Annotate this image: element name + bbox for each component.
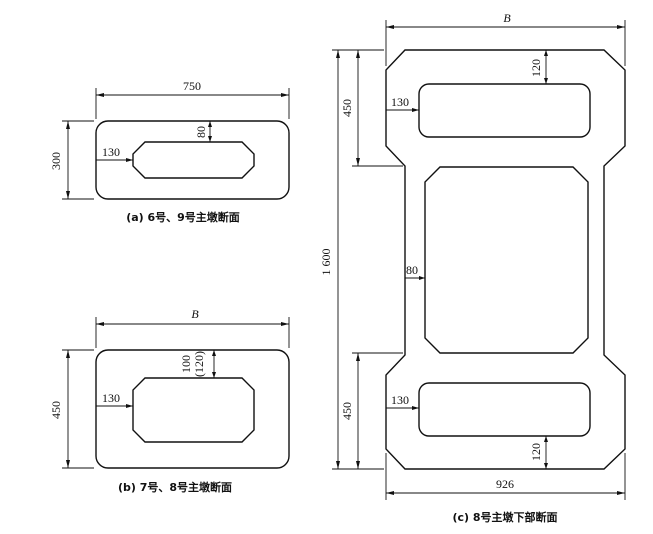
panel-c-lower-height-arrow-top <box>356 353 360 361</box>
panel-b-width-arrow-left <box>96 322 104 326</box>
panel-c-middle-wall-arrow <box>419 276 425 280</box>
panel-b-width-arrow-right <box>281 322 289 326</box>
panel-c-lower-wall-arrow <box>412 406 419 410</box>
panel-c-lower-height-arrow-bottom <box>356 461 360 469</box>
panel-a-width-arrow-right <box>281 93 289 97</box>
panel-b-top-wall-arrow-bottom <box>212 372 216 378</box>
panel-c-outer-section <box>385 49 626 470</box>
panel-a: 750 300 130 80 (a) 6号、9号主墩断面 <box>49 79 290 224</box>
panel-c-total-height-arrow-top <box>336 50 340 58</box>
panel-c-bottom-width-label: 926 <box>496 477 514 491</box>
panel-a-height-arrow-bottom <box>66 191 70 199</box>
panel-a-top-wall-arrow-bottom <box>208 136 212 142</box>
panel-c-lower-height-label: 450 <box>340 402 354 420</box>
panel-a-inner-void <box>132 141 255 179</box>
panel-b-height-arrow-top <box>66 350 70 358</box>
panel-a-caption: (a) 6号、9号主墩断面 <box>126 210 240 224</box>
panel-c-lower-bottom-label: 120 <box>529 443 543 461</box>
panel-a-wall-label: 130 <box>102 145 120 159</box>
panel-a-width-arrow-left <box>96 93 104 97</box>
panel-b-top-wall-label-1: 100 <box>179 355 193 373</box>
panel-b-caption: (b) 7号、8号主墩断面 <box>118 480 232 494</box>
panel-c-top-width-arrow-right <box>617 25 625 29</box>
panel-c-caption: (c) 8号主墩下部断面 <box>452 510 557 524</box>
panel-c-total-height-arrow-bottom <box>336 461 340 469</box>
panel-c-upper-height-arrow-top <box>356 50 360 58</box>
panel-b-width-label: B <box>191 307 199 321</box>
panel-a-width-label: 750 <box>183 79 201 93</box>
panel-c-upper-height-arrow-bottom <box>356 158 360 166</box>
panel-b-height-arrow-bottom <box>66 460 70 468</box>
panel-b-height-label: 450 <box>49 401 63 419</box>
panel-b-wall-arrow <box>126 404 133 408</box>
panel-c-lower-wall-label: 130 <box>391 393 409 407</box>
panel-c-upper-wall-label: 130 <box>391 95 409 109</box>
panel-a-top-wall-label: 80 <box>194 126 208 138</box>
panel-b-top-wall-label-2: (120) <box>192 351 206 377</box>
panel-c-lower-bottom-arrow-top <box>544 436 548 442</box>
panel-c-upper-wall-arrow <box>412 108 419 112</box>
panel-b-inner-void <box>132 377 255 443</box>
panel-c-upper-top-arrow-bottom <box>544 78 548 84</box>
panel-c-lower-void <box>418 382 591 437</box>
panel-c-upper-top-arrow-top <box>544 50 548 56</box>
panel-c-bottom-width-arrow-right <box>617 491 625 495</box>
panel-a-height-arrow-top <box>66 121 70 129</box>
panel-a-height-label: 300 <box>49 152 63 170</box>
panel-b-wall-label: 130 <box>102 391 120 405</box>
panel-c: B 926 1 600 450 450 130 130 <box>319 11 626 524</box>
panel-a-wall-arrow <box>126 158 133 162</box>
panel-a-top-wall-arrow-top <box>208 121 212 127</box>
panel-c-upper-height-label: 450 <box>340 99 354 117</box>
panel-b-outer-section <box>95 349 290 469</box>
panel-c-total-height-label: 1 600 <box>319 249 333 276</box>
panel-c-top-width-arrow-left <box>386 25 394 29</box>
panel-c-upper-top-label: 120 <box>529 59 543 77</box>
panel-c-lower-bottom-arrow-bottom <box>544 463 548 469</box>
panel-b-top-wall-arrow-top <box>212 350 216 356</box>
panel-c-top-width-label: B <box>503 11 511 25</box>
panel-b: B 450 130 100 (120) (b) 7号、8号主墩断面 <box>49 307 290 494</box>
panel-c-upper-void <box>418 83 591 138</box>
panel-c-middle-void <box>424 166 589 354</box>
panel-c-middle-wall-label: 80 <box>406 263 418 277</box>
panel-c-bottom-width-arrow-left <box>386 491 394 495</box>
